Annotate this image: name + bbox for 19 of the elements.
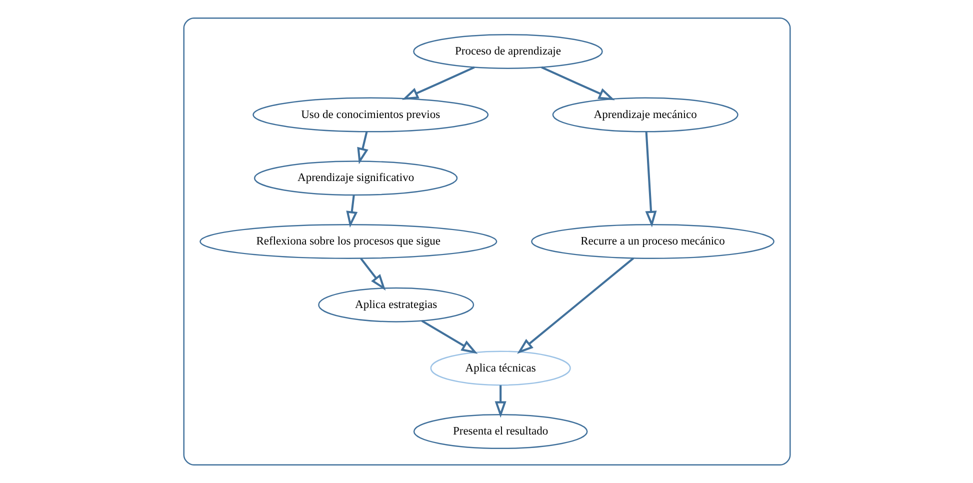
arrow xyxy=(644,132,656,228)
node-ellipse: Reflexiona sobre los procesos que sigue xyxy=(199,224,497,259)
arrow xyxy=(401,66,474,100)
cluster xyxy=(182,18,790,466)
node-ellipse: Aplica técnicas xyxy=(430,350,570,386)
arrow xyxy=(540,66,614,100)
node-ellipse: Proceso de aprendizaje xyxy=(412,34,602,69)
arrow xyxy=(356,132,368,164)
node-ellipse: Aplica estrategias xyxy=(318,287,474,322)
arrow xyxy=(494,385,506,418)
arrow xyxy=(360,258,386,291)
arrow xyxy=(346,195,358,228)
node-ellipse: Aprendizaje significativo xyxy=(253,160,458,196)
arrow xyxy=(420,320,478,354)
node-ellipse: Recurre a un proceso mecánico xyxy=(530,224,774,259)
node-ellipse: Aprendizaje mecánico xyxy=(552,97,738,132)
arrow xyxy=(516,257,634,354)
node-ellipse: Uso de conocimientos previos xyxy=(252,97,488,132)
node-ellipse: Presenta el resultado xyxy=(412,414,588,450)
